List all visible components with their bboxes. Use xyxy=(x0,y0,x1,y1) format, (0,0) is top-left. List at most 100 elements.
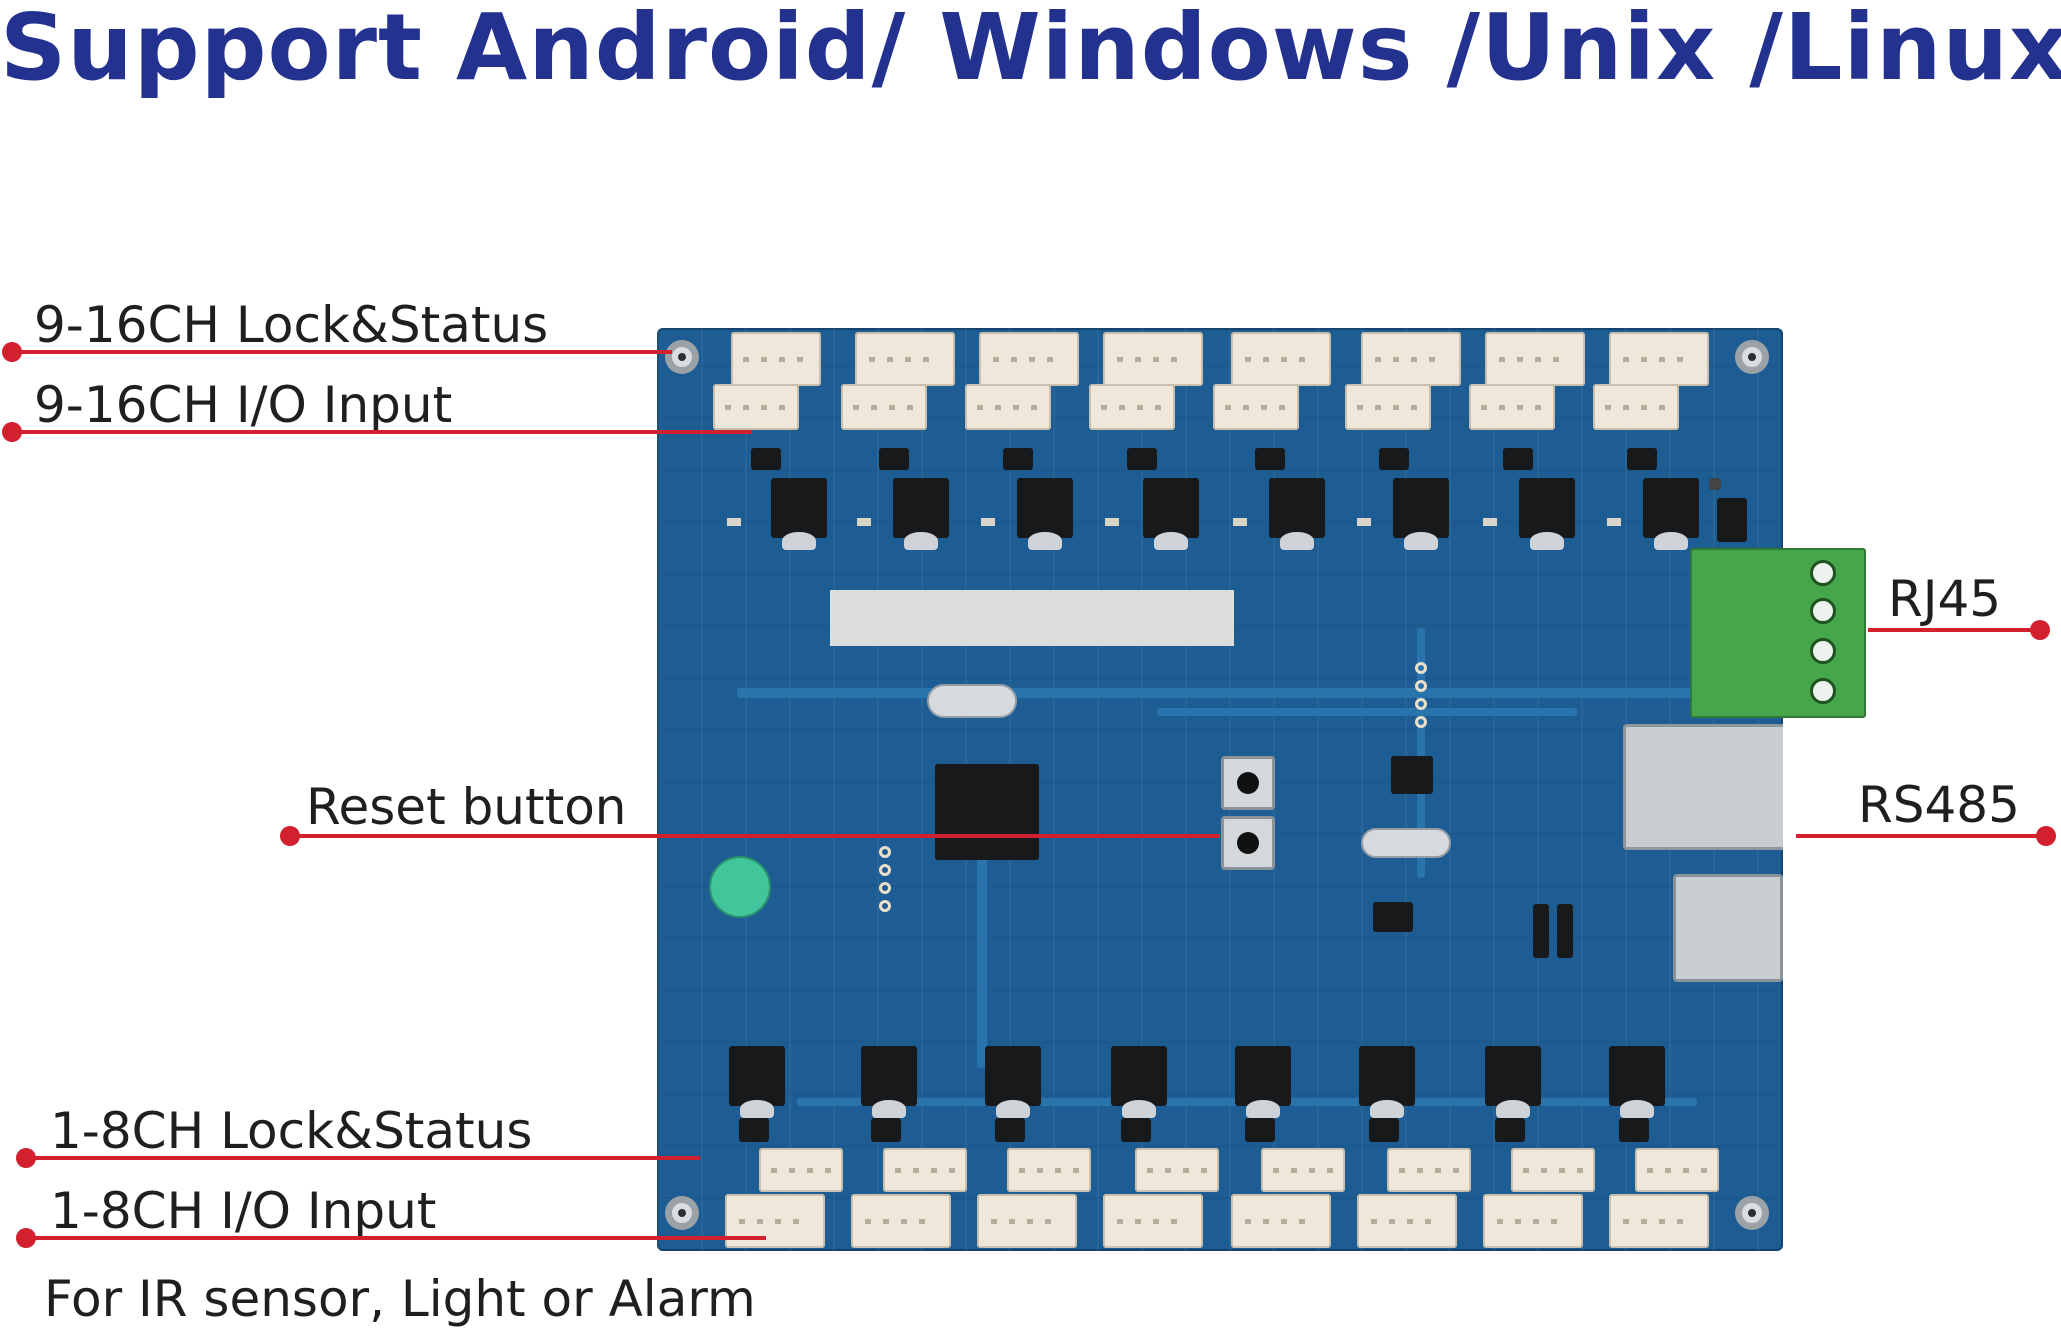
lock-status-connector xyxy=(979,332,1079,386)
pcb-trace xyxy=(1417,628,1425,878)
header-pin xyxy=(879,864,891,876)
leader-line xyxy=(12,350,672,354)
qc-passed-sticker xyxy=(709,856,771,918)
smd-component xyxy=(981,518,995,526)
leader-line xyxy=(26,1156,700,1160)
mounting-hole xyxy=(665,1196,699,1230)
lock-status-connector xyxy=(883,1148,967,1192)
lock-status-connector xyxy=(1103,332,1203,386)
smd-component xyxy=(1607,518,1621,526)
regulator xyxy=(1533,904,1549,958)
pcb-trace xyxy=(1157,708,1577,716)
callout-1-8ch-io-input: 1-8CH I/O Input xyxy=(50,1182,437,1240)
regulator xyxy=(1557,904,1573,958)
mosfet xyxy=(1235,1046,1291,1118)
leader-dot xyxy=(2,342,22,362)
crystal-oscillator xyxy=(1361,828,1451,858)
transistor xyxy=(879,448,909,470)
crystal-oscillator xyxy=(927,684,1017,718)
mosfet xyxy=(1143,478,1199,550)
header-pin xyxy=(1415,716,1427,728)
io-input-connector xyxy=(1483,1194,1583,1248)
smd-component xyxy=(727,518,741,526)
transistor xyxy=(739,1118,769,1142)
mounting-hole xyxy=(665,340,699,374)
mosfet xyxy=(771,478,827,550)
footnote: For IR sensor, Light or Alarm xyxy=(44,1270,756,1328)
pcb-trace xyxy=(737,688,1717,698)
transistor xyxy=(1121,1118,1151,1142)
mounting-hole xyxy=(1735,1196,1769,1230)
io-input-connector xyxy=(1593,384,1679,430)
leader-line xyxy=(1868,628,2044,632)
header-pin xyxy=(1415,680,1427,692)
diode xyxy=(1717,498,1747,542)
mosfet xyxy=(1111,1046,1167,1118)
pcb-trace xyxy=(977,768,987,1068)
header-pin xyxy=(1415,662,1427,674)
lock-status-connector xyxy=(1135,1148,1219,1192)
transistor xyxy=(1127,448,1157,470)
lock-status-connector xyxy=(855,332,955,386)
callout-1-8ch-lock-status: 1-8CH Lock&Status xyxy=(50,1102,533,1160)
leader-line xyxy=(1796,834,2046,838)
transistor xyxy=(751,448,781,470)
terminal-screw xyxy=(1810,560,1836,586)
io-input-connector xyxy=(1357,1194,1457,1248)
usb-port xyxy=(1673,874,1783,982)
transistor xyxy=(1503,448,1533,470)
lock-status-connector xyxy=(759,1148,843,1192)
io-input-connector xyxy=(1231,1194,1331,1248)
mosfet xyxy=(985,1046,1041,1118)
reset-push-button xyxy=(1221,816,1275,870)
header-pin xyxy=(1415,698,1427,710)
leader-dot xyxy=(16,1148,36,1168)
ic-chip xyxy=(1391,756,1433,794)
smd-component xyxy=(1233,518,1247,526)
io-input-connector xyxy=(851,1194,951,1248)
lock-status-connector xyxy=(731,332,821,386)
lock-status-connector xyxy=(1511,1148,1595,1192)
io-input-connector xyxy=(841,384,927,430)
lock-status-connector xyxy=(1635,1148,1719,1192)
transistor xyxy=(1245,1118,1275,1142)
io-input-connector xyxy=(977,1194,1077,1248)
io-input-connector xyxy=(1213,384,1299,430)
mosfet xyxy=(1359,1046,1415,1118)
header-pin xyxy=(879,846,891,858)
transistor xyxy=(1379,448,1409,470)
terminal-screw xyxy=(1810,678,1836,704)
transistor xyxy=(1627,448,1657,470)
io-input-connector xyxy=(713,384,799,430)
test-pad xyxy=(1709,478,1721,490)
rj45-jack xyxy=(1623,724,1783,850)
leader-line xyxy=(290,834,1220,838)
lock-status-connector xyxy=(1007,1148,1091,1192)
transistor xyxy=(1495,1118,1525,1142)
mosfet xyxy=(1485,1046,1541,1118)
callout-reset-button: Reset button xyxy=(306,778,627,836)
io-input-connector xyxy=(965,384,1051,430)
lock-status-connector xyxy=(1609,332,1709,386)
leader-dot xyxy=(16,1228,36,1248)
mosfet xyxy=(1609,1046,1665,1118)
terminal-screw xyxy=(1810,598,1836,624)
mosfet xyxy=(893,478,949,550)
lock-status-connector xyxy=(1361,332,1461,386)
rs485-terminal-block xyxy=(1690,548,1866,718)
headline: Support Android/ Windows /Unix /Linux xyxy=(0,0,2061,101)
lock-status-connector xyxy=(1485,332,1585,386)
io-input-connector xyxy=(1103,1194,1203,1248)
mosfet xyxy=(861,1046,917,1118)
controller-board-image xyxy=(657,328,1783,1251)
mounting-hole xyxy=(1735,340,1769,374)
callout-rs485: RS485 xyxy=(1858,776,2020,834)
terminal-screw xyxy=(1810,638,1836,664)
header-pin xyxy=(879,900,891,912)
io-input-connector xyxy=(1609,1194,1709,1248)
smd-component xyxy=(857,518,871,526)
lock-status-connector xyxy=(1231,332,1331,386)
leader-line xyxy=(12,430,752,434)
leader-dot xyxy=(280,826,300,846)
microcontroller-chip xyxy=(935,764,1039,860)
